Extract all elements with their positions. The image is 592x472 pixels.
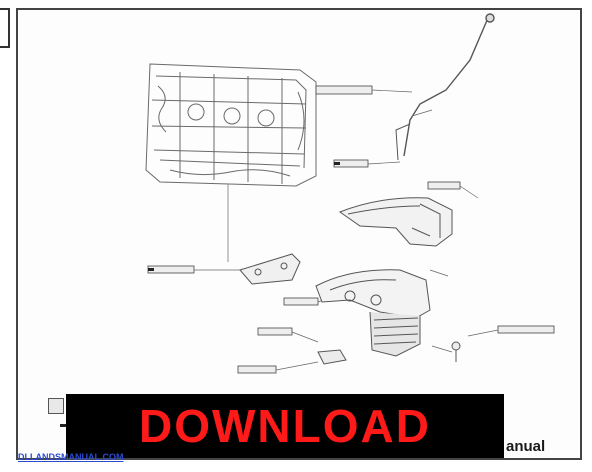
- arrow-markers: [60, 162, 340, 427]
- callout-boxes: [147, 85, 555, 374]
- heat-insulator-drawing: [338, 197, 453, 247]
- footer-link[interactable]: DLLANDSMANUAL.COM: [18, 452, 124, 462]
- page-edge-tab: [0, 8, 10, 48]
- note-box: [48, 398, 64, 414]
- download-banner[interactable]: DOWNLOAD: [66, 394, 504, 458]
- footer-word: anual: [506, 438, 546, 455]
- gasket-drawing: [239, 253, 301, 285]
- dipstick-drawing: [395, 13, 495, 161]
- engine-block-drawing: [145, 63, 317, 187]
- exhaust-manifold-drawing: [315, 269, 431, 357]
- download-label: DOWNLOAD: [139, 400, 431, 452]
- manifold-stay-drawing: [317, 341, 461, 365]
